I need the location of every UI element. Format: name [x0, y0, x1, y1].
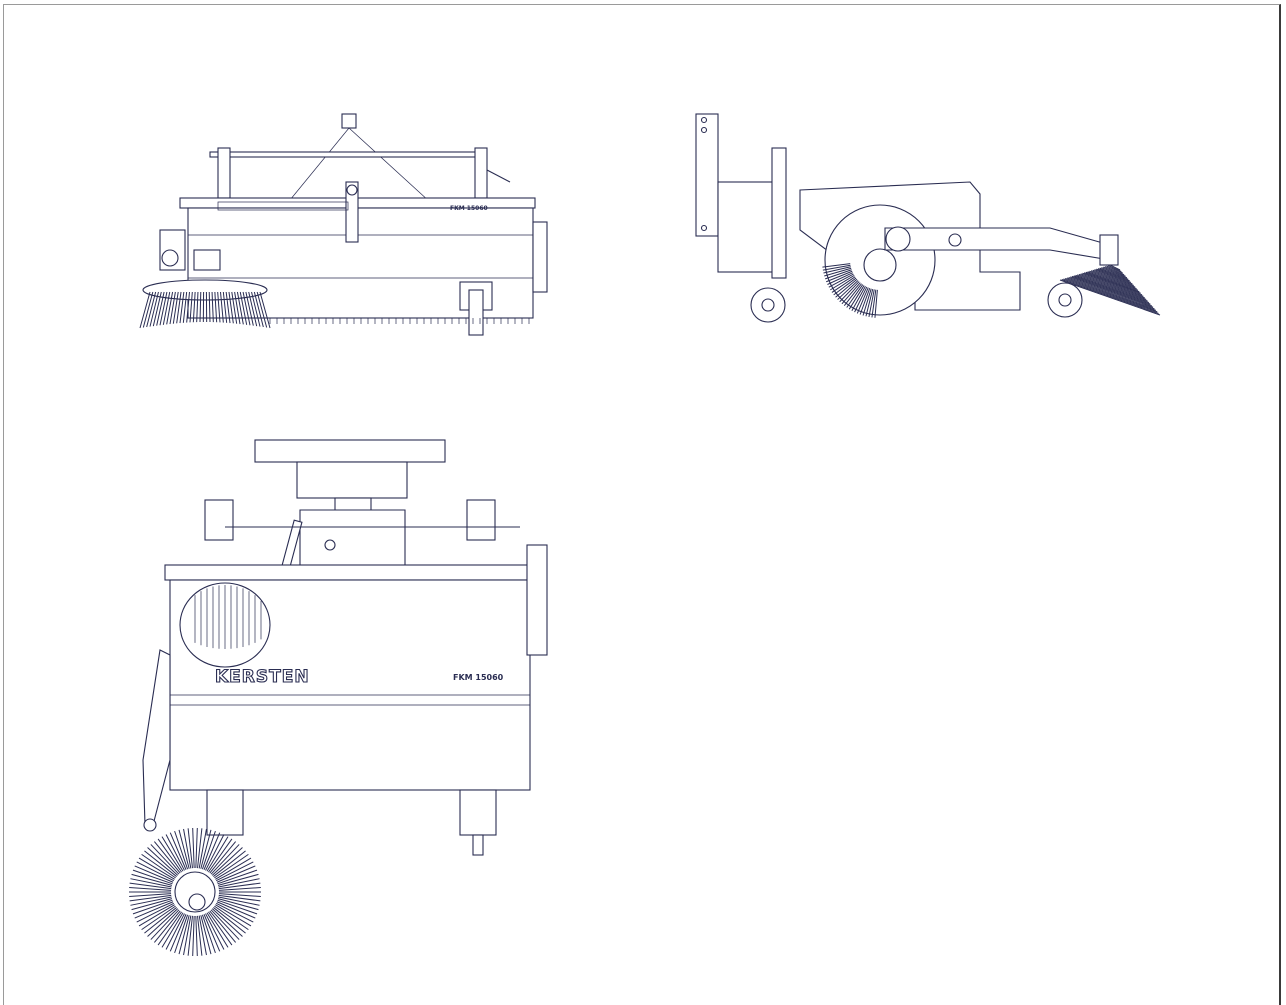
- top-model-label: FKM 15060: [453, 673, 504, 682]
- front-view-drawing: FKM 15060: [139, 113, 548, 336]
- side-view-drawing: [695, 113, 1161, 323]
- top-view-drawing: KERSTEN FKM 15060: [129, 439, 548, 956]
- front-model-label: FKM 15060: [450, 205, 488, 212]
- top-brand-label: KERSTEN: [215, 667, 310, 687]
- page-border: [3, 4, 1281, 1005]
